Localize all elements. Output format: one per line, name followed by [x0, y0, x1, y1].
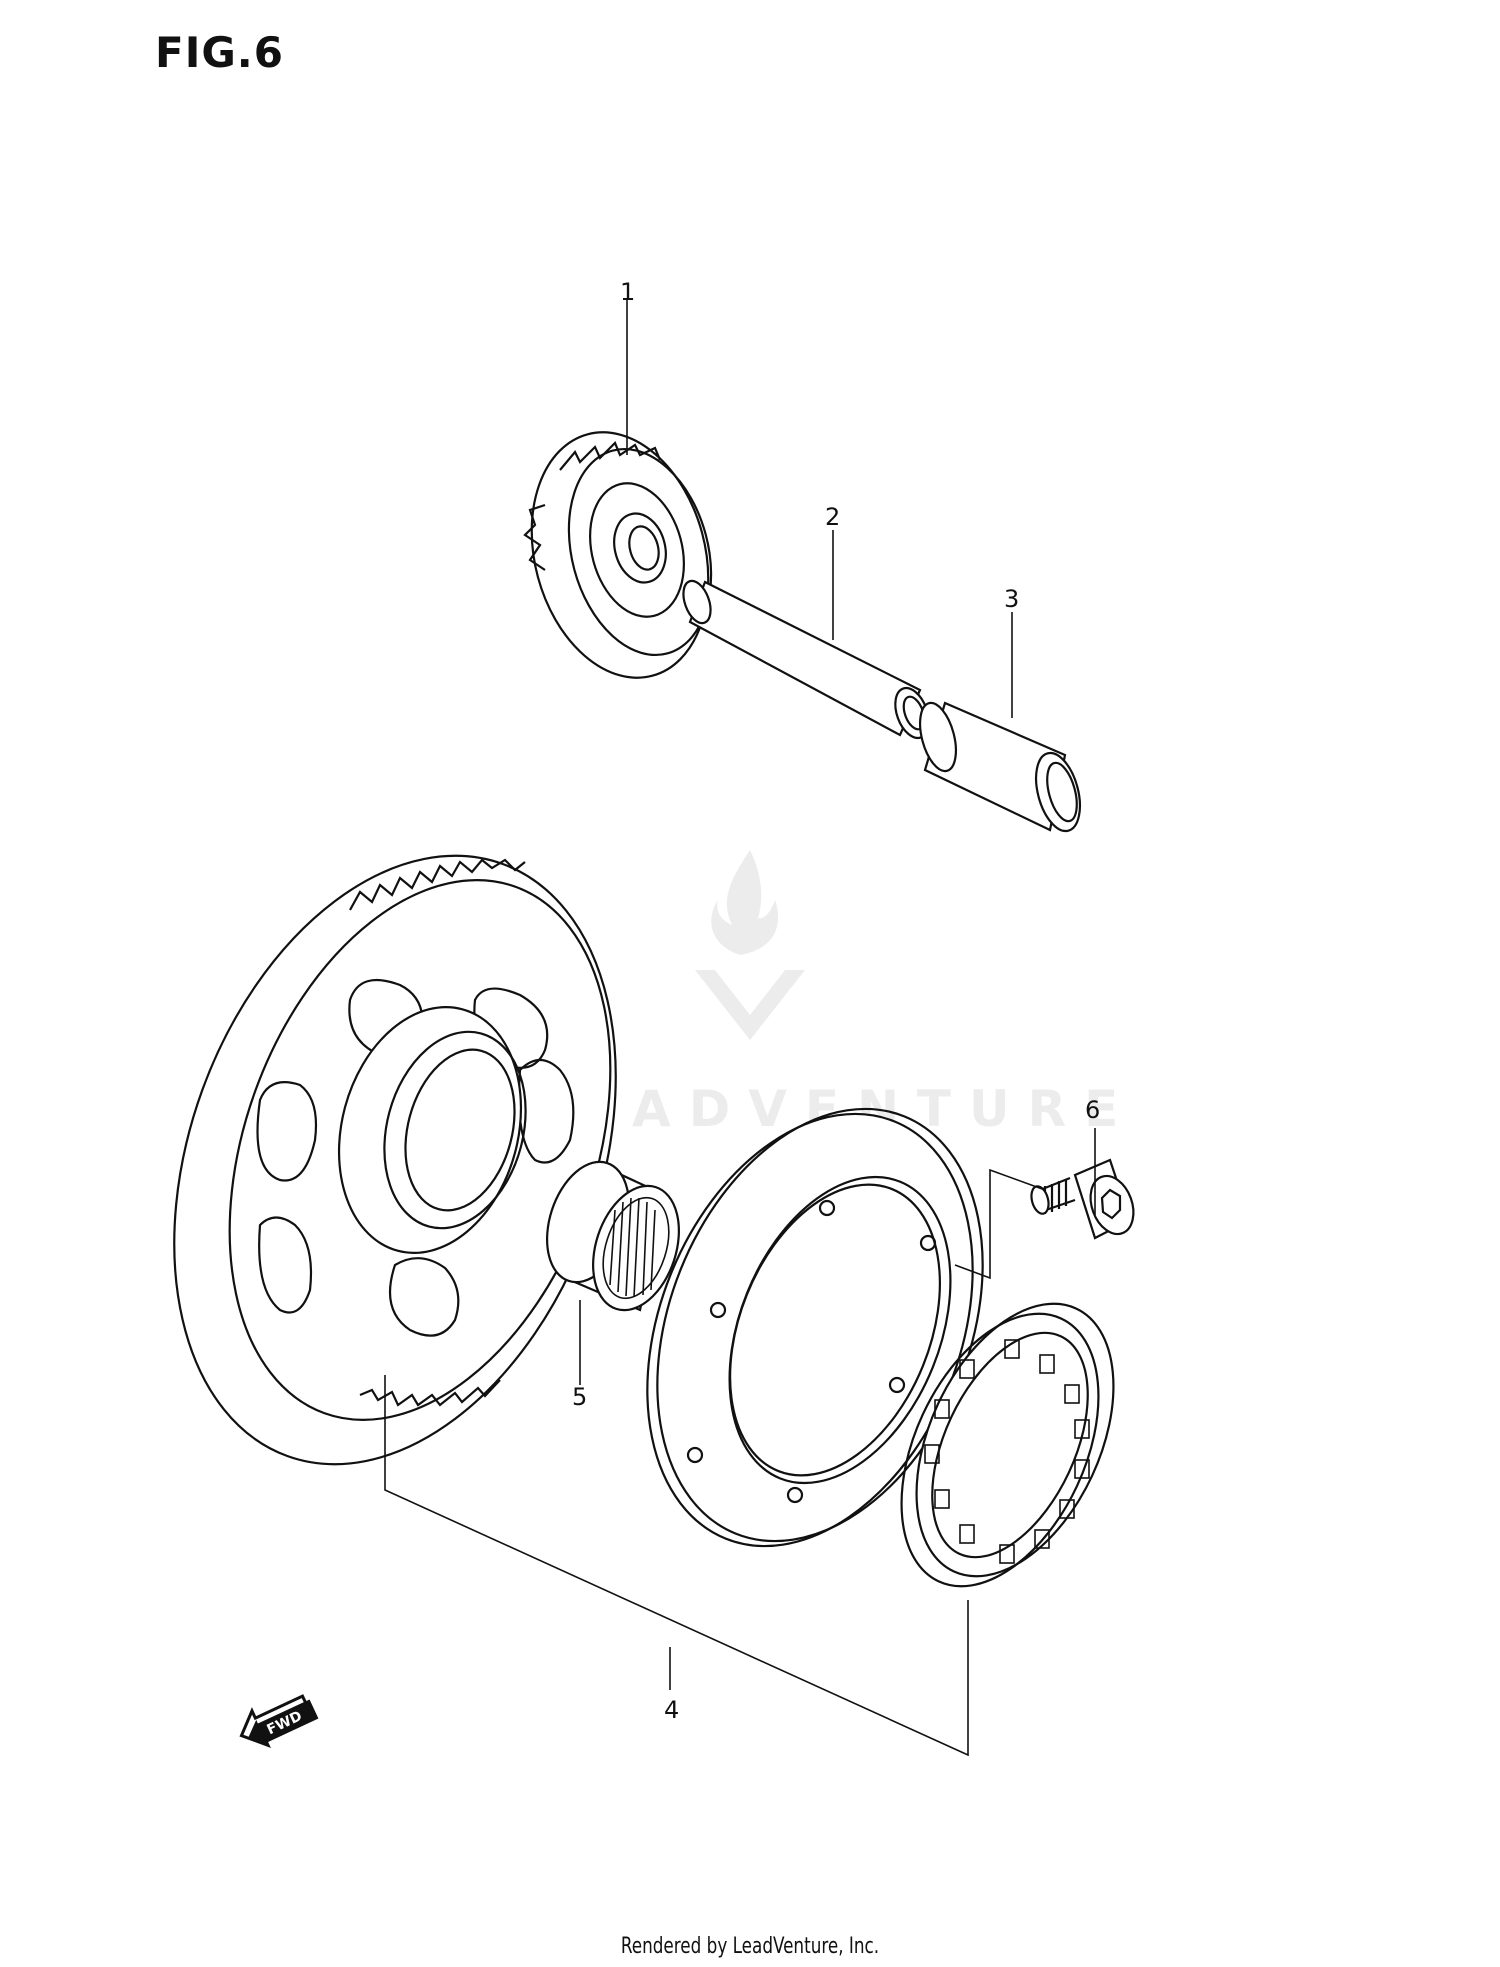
- part-4-starter-gear[interactable]: [95, 794, 696, 1526]
- part-3-sleeve[interactable]: [913, 699, 1087, 836]
- callout-1: 1: [620, 278, 635, 306]
- figure-title: FIG.6: [155, 28, 284, 77]
- callout-5: 5: [572, 1383, 587, 1411]
- footer-credit: Rendered by LeadVenture, Inc.: [620, 1934, 880, 1959]
- part-4-sprag-cage[interactable]: [862, 1273, 1154, 1618]
- callout-2: 2: [825, 503, 840, 531]
- leadventure-flame-logo: [695, 850, 805, 1040]
- part-6-bolt[interactable]: [1029, 1158, 1141, 1240]
- callout-4: 4: [664, 1696, 679, 1724]
- callout-3: 3: [1004, 585, 1019, 613]
- forward-arrow-icon: FWD: [239, 1694, 319, 1748]
- part-2-shaft[interactable]: [678, 577, 935, 742]
- callout-6: 6: [1085, 1096, 1100, 1124]
- part-5-needle-bearing[interactable]: [533, 1151, 694, 1321]
- part-4-clutch-housing[interactable]: [587, 1060, 1044, 1595]
- part-1-gear[interactable]: [506, 412, 735, 697]
- leader-lines: [384, 300, 1096, 1757]
